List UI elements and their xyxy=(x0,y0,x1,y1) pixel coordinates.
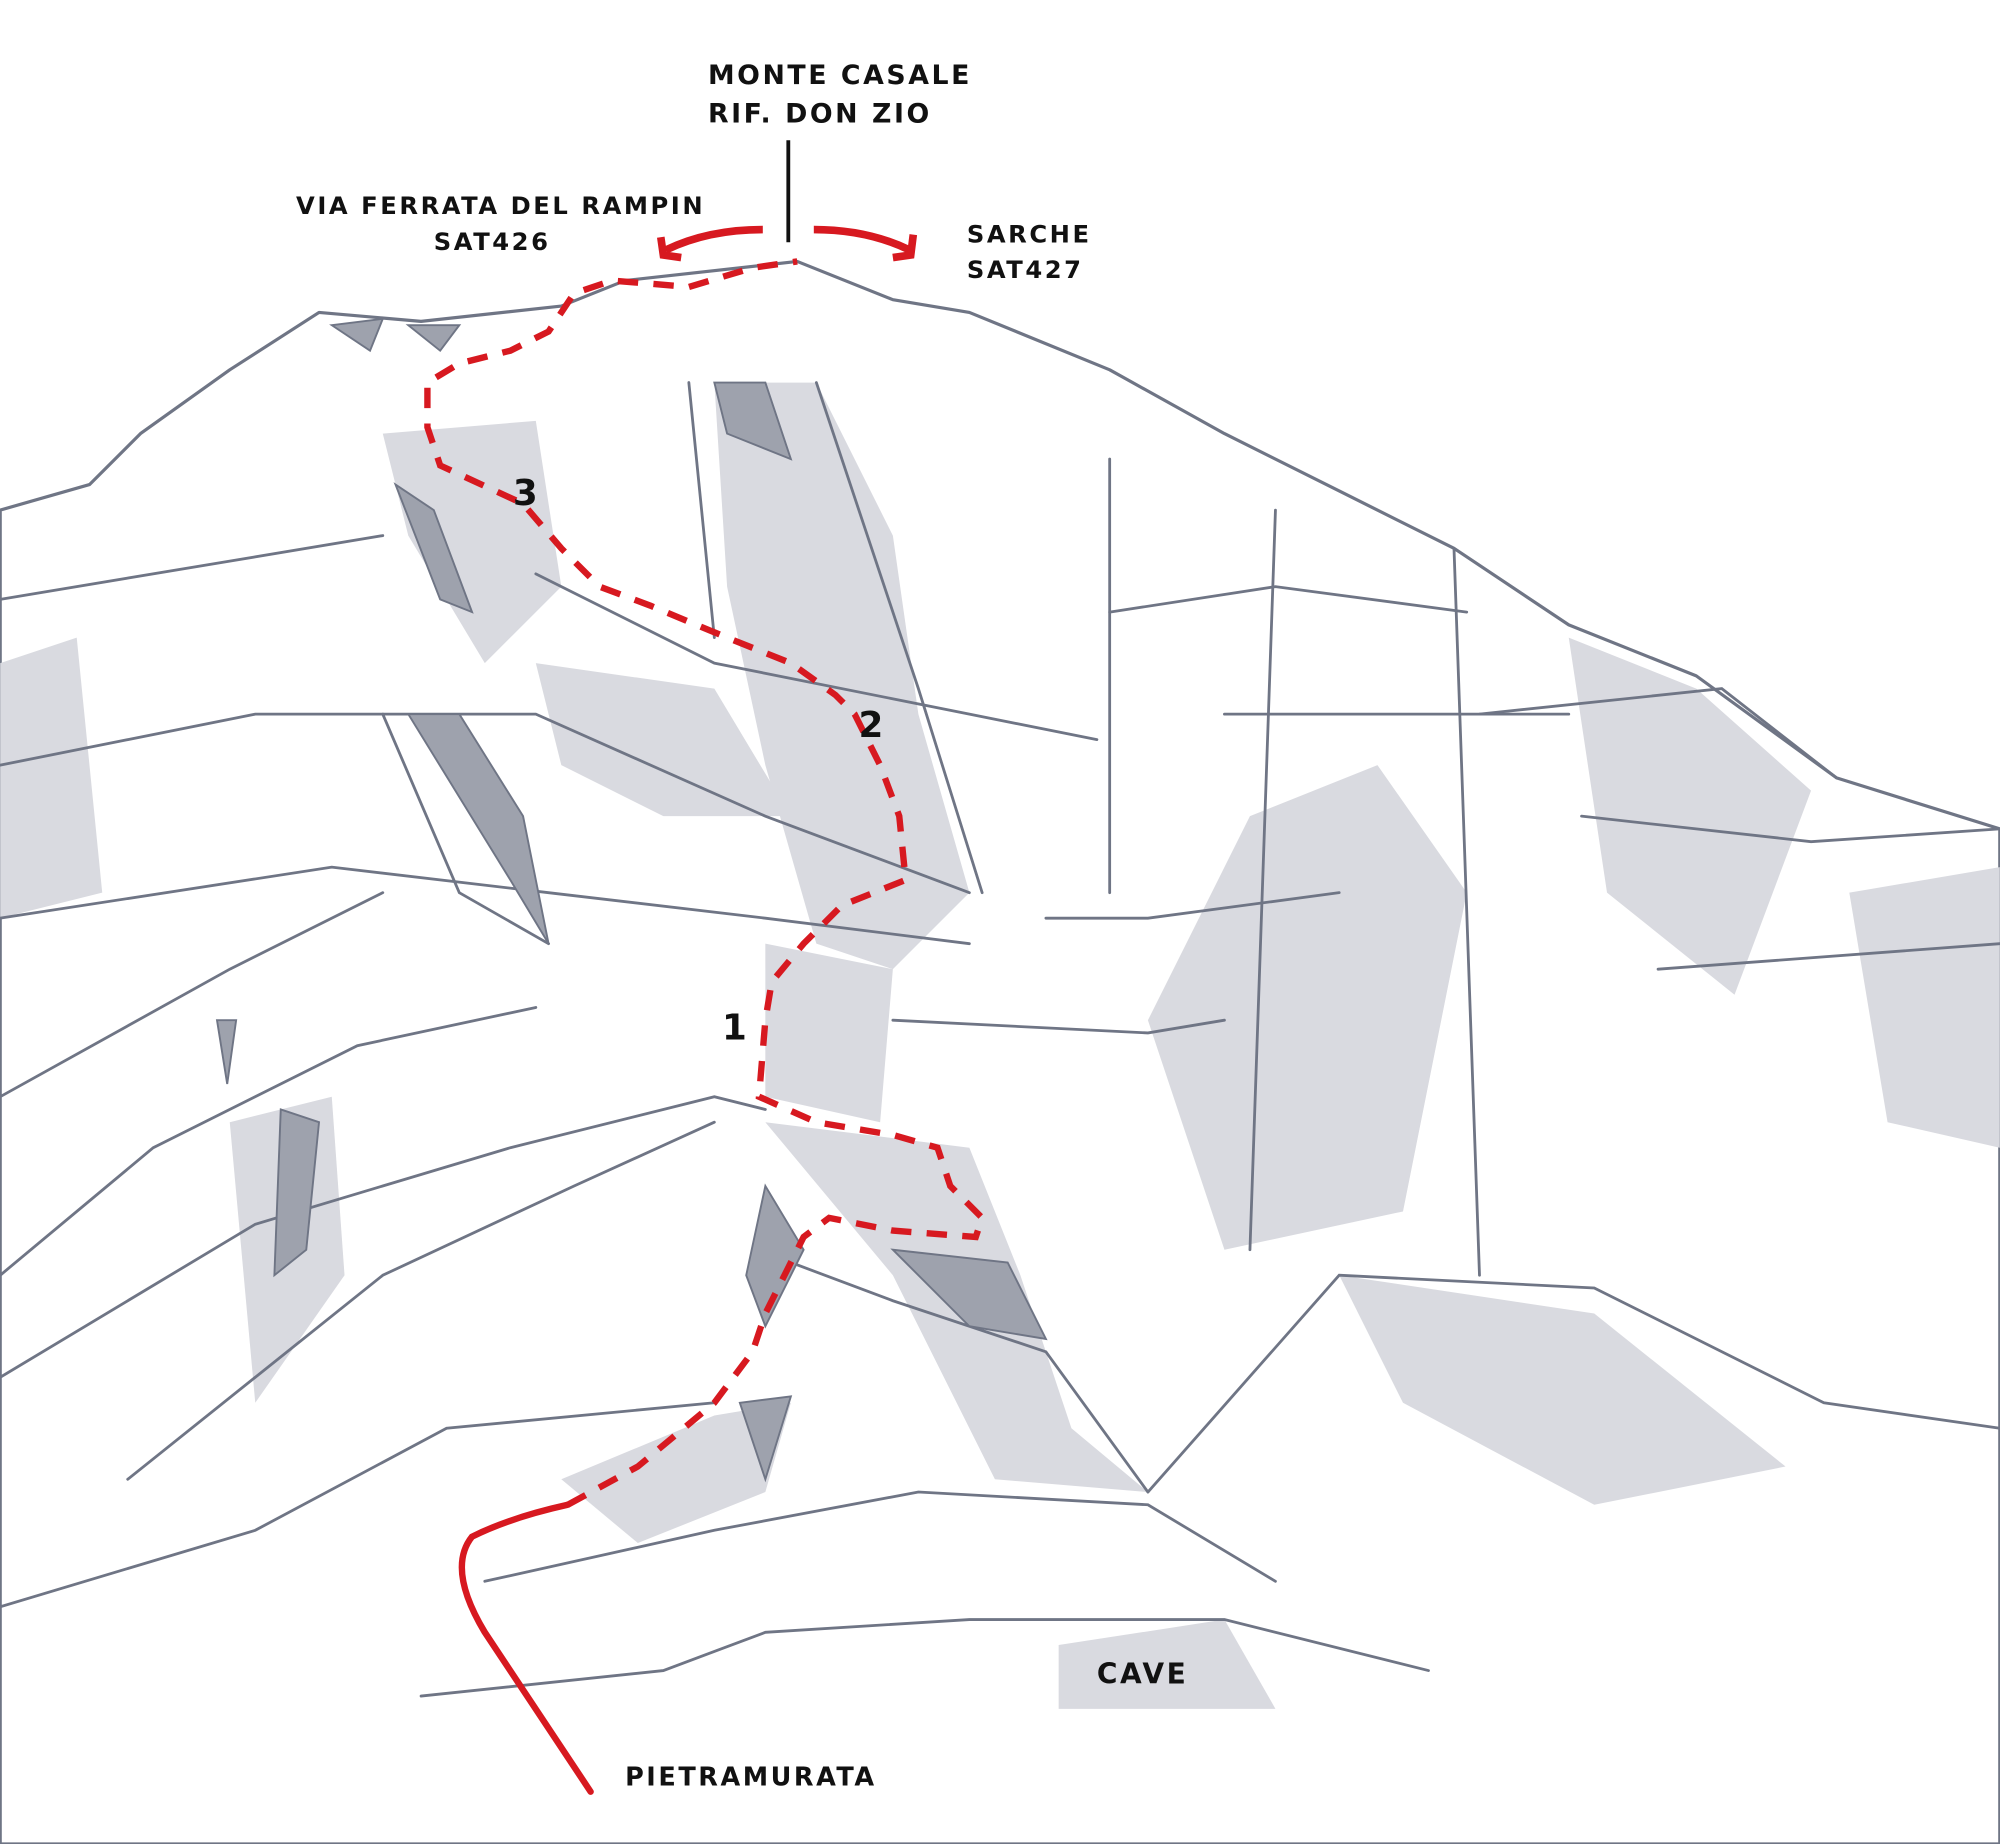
left-route-name-label: VIA FERRATA DEL RAMPIN xyxy=(296,192,705,220)
cliff-hatching xyxy=(215,317,1048,1483)
approach-trail xyxy=(458,1501,594,1795)
left-route-arrow-icon xyxy=(656,225,763,262)
rock-strata xyxy=(0,381,2000,1698)
waypoint-3: 3 xyxy=(513,473,540,514)
waypoint-1: 1 xyxy=(722,1007,749,1048)
hut-name-label: RIF. DON ZIO xyxy=(708,98,932,129)
left-route-code-label: SAT426 xyxy=(434,228,551,256)
cave-label: CAVE xyxy=(1097,1657,1188,1690)
mountain-outline xyxy=(0,259,2000,1844)
via-ferrata-route xyxy=(424,258,986,1508)
right-route-code-label: SAT427 xyxy=(967,256,1084,284)
right-route-arrow-icon xyxy=(813,225,918,262)
start-village-label: PIETRAMURATA xyxy=(625,1762,877,1792)
waypoint-2: 2 xyxy=(858,705,885,746)
right-route-name-label: SARCHE xyxy=(967,220,1092,248)
summit-name-label: MONTE CASALE xyxy=(708,60,972,91)
